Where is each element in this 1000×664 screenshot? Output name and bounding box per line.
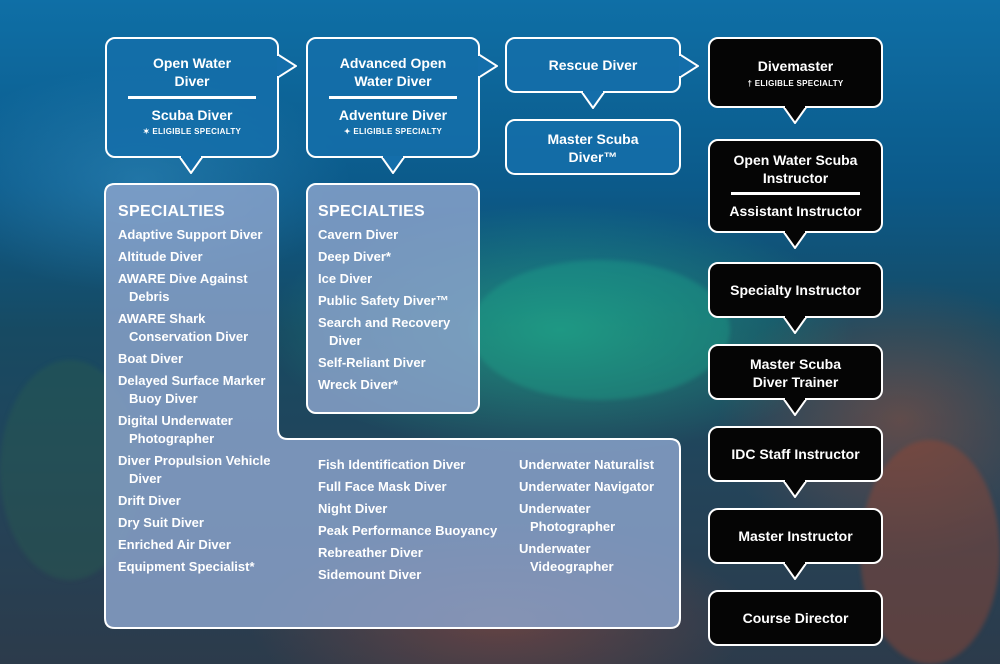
list-item: Wreck Diver* (318, 377, 398, 392)
arrow-down-icon (580, 91, 606, 109)
advanced-open-water-diver-box: Advanced Open Water Diver Adventure Dive… (306, 37, 480, 158)
eligible-specialty-note: ✶ ELIGIBLE SPECIALTY (142, 127, 242, 136)
specialties-list-bottom-right: Underwater Naturalist Underwater Navigat… (519, 456, 669, 580)
master-scuba-diver-trainer-box: Master Scuba Diver Trainer (708, 344, 883, 400)
scuba-diver-title: Scuba Diver (151, 107, 233, 123)
adventure-diver-title: Adventure Diver (338, 107, 448, 123)
list-item: Public Safety Diver™ (318, 293, 449, 308)
divemaster-box: Divemaster † ELIGIBLE SPECIALTY (708, 37, 883, 108)
specialties-panel-outline (104, 183, 681, 629)
arrow-down-icon (380, 156, 406, 174)
list-item: Underwater Navigator (519, 479, 655, 494)
list-item: Night Diver (318, 501, 388, 516)
arrow-down-icon (782, 562, 808, 580)
advanced-open-water-title: Advanced Open Water Diver (339, 55, 447, 89)
master-scuba-diver-box: Master Scuba Diver™ (505, 119, 681, 175)
list-item: Deep Diver* (318, 249, 391, 264)
arrow-right-icon (679, 53, 699, 79)
list-item: Drift Diver (118, 493, 181, 508)
arrow-down-icon (782, 398, 808, 416)
master-instructor-box: Master Instructor (708, 508, 883, 564)
rescue-diver-box: Rescue Diver (505, 37, 681, 93)
specialties-list-bottom-mid: Fish Identification Diver Full Face Mask… (318, 456, 508, 588)
list-item: Underwater Videographer (519, 541, 614, 574)
master-instructor-title: Master Instructor (738, 528, 853, 544)
list-item: AWARE Dive Against Debris (118, 271, 248, 304)
eligible-specialty-note: † ELIGIBLE SPECIALTY (747, 79, 844, 88)
arrow-down-icon (782, 316, 808, 334)
list-item: Rebreather Diver (318, 545, 423, 560)
list-item: Altitude Diver (118, 249, 203, 264)
arrow-down-icon (782, 106, 808, 124)
list-item: AWARE Shark Conservation Diver (118, 311, 249, 344)
course-director-box: Course Director (708, 590, 883, 646)
list-item: Self-Reliant Diver (318, 355, 426, 370)
open-water-diver-title: Open Water Diver (152, 55, 232, 89)
reef-decoration (470, 260, 730, 400)
specialty-instructor-box: Specialty Instructor (708, 262, 883, 318)
list-item: Ice Diver (318, 271, 373, 286)
list-item: Delayed Surface Marker Buoy Diver (118, 373, 266, 406)
eligible-specialty-note: ✦ ELIGIBLE SPECIALTY (343, 127, 443, 136)
list-item: Cavern Diver (318, 227, 399, 242)
arrow-right-icon (277, 53, 297, 79)
rescue-diver-title: Rescue Diver (548, 57, 638, 73)
master-scuba-diver-title: Master Scuba Diver™ (547, 131, 639, 165)
list-item: Full Face Mask Diver (318, 479, 447, 494)
arrow-down-icon (178, 156, 204, 174)
specialty-instructor-title: Specialty Instructor (730, 282, 861, 298)
divider-rule (731, 192, 860, 195)
reef-decoration (860, 440, 1000, 664)
idc-staff-instructor-title: IDC Staff Instructor (731, 446, 860, 462)
idc-staff-instructor-box: IDC Staff Instructor (708, 426, 883, 482)
list-item: Boat Diver (118, 351, 184, 366)
list-item: Sidemount Diver (318, 567, 422, 582)
open-water-diver-box: Open Water Diver Scuba Diver ✶ ELIGIBLE … (105, 37, 279, 158)
list-item: Underwater Naturalist (519, 457, 655, 472)
list-item: Peak Performance Buoyancy (318, 523, 498, 538)
specialties-list-left: Adaptive Support Diver Altitude Diver AW… (118, 226, 278, 580)
divider-rule (128, 96, 256, 99)
list-item: Equipment Specialist* (118, 559, 255, 574)
list-item: Diver Propulsion Vehicle Diver (118, 453, 271, 486)
specialties-list-advanced: Cavern Diver Deep Diver* Ice Diver Publi… (318, 226, 478, 398)
specialties-heading: SPECIALTIES (318, 203, 426, 220)
course-director-title: Course Director (742, 610, 849, 626)
divemaster-title: Divemaster (757, 58, 834, 74)
list-item: Search and Recovery Diver (318, 315, 451, 348)
specialties-panel-advanced (306, 183, 480, 414)
arrow-right-icon (478, 53, 498, 79)
owsi-title: Open Water Scuba Instructor (733, 152, 858, 186)
arrow-down-icon (782, 231, 808, 249)
divider-rule (329, 96, 457, 99)
list-item: Adaptive Support Diver (118, 227, 263, 242)
open-water-scuba-instructor-box: Open Water Scuba Instructor Assistant In… (708, 139, 883, 233)
list-item: Dry Suit Diver (118, 515, 204, 530)
msdt-title: Master Scuba Diver Trainer (749, 356, 842, 390)
list-item: Enriched Air Diver (118, 537, 231, 552)
arrow-down-icon (782, 480, 808, 498)
assistant-instructor-title: Assistant Instructor (729, 203, 862, 219)
list-item: Fish Identification Diver (318, 457, 466, 472)
list-item: Digital Underwater Photographer (118, 413, 233, 446)
list-item: Underwater Photographer (519, 501, 616, 534)
specialties-heading: SPECIALTIES (118, 203, 226, 220)
